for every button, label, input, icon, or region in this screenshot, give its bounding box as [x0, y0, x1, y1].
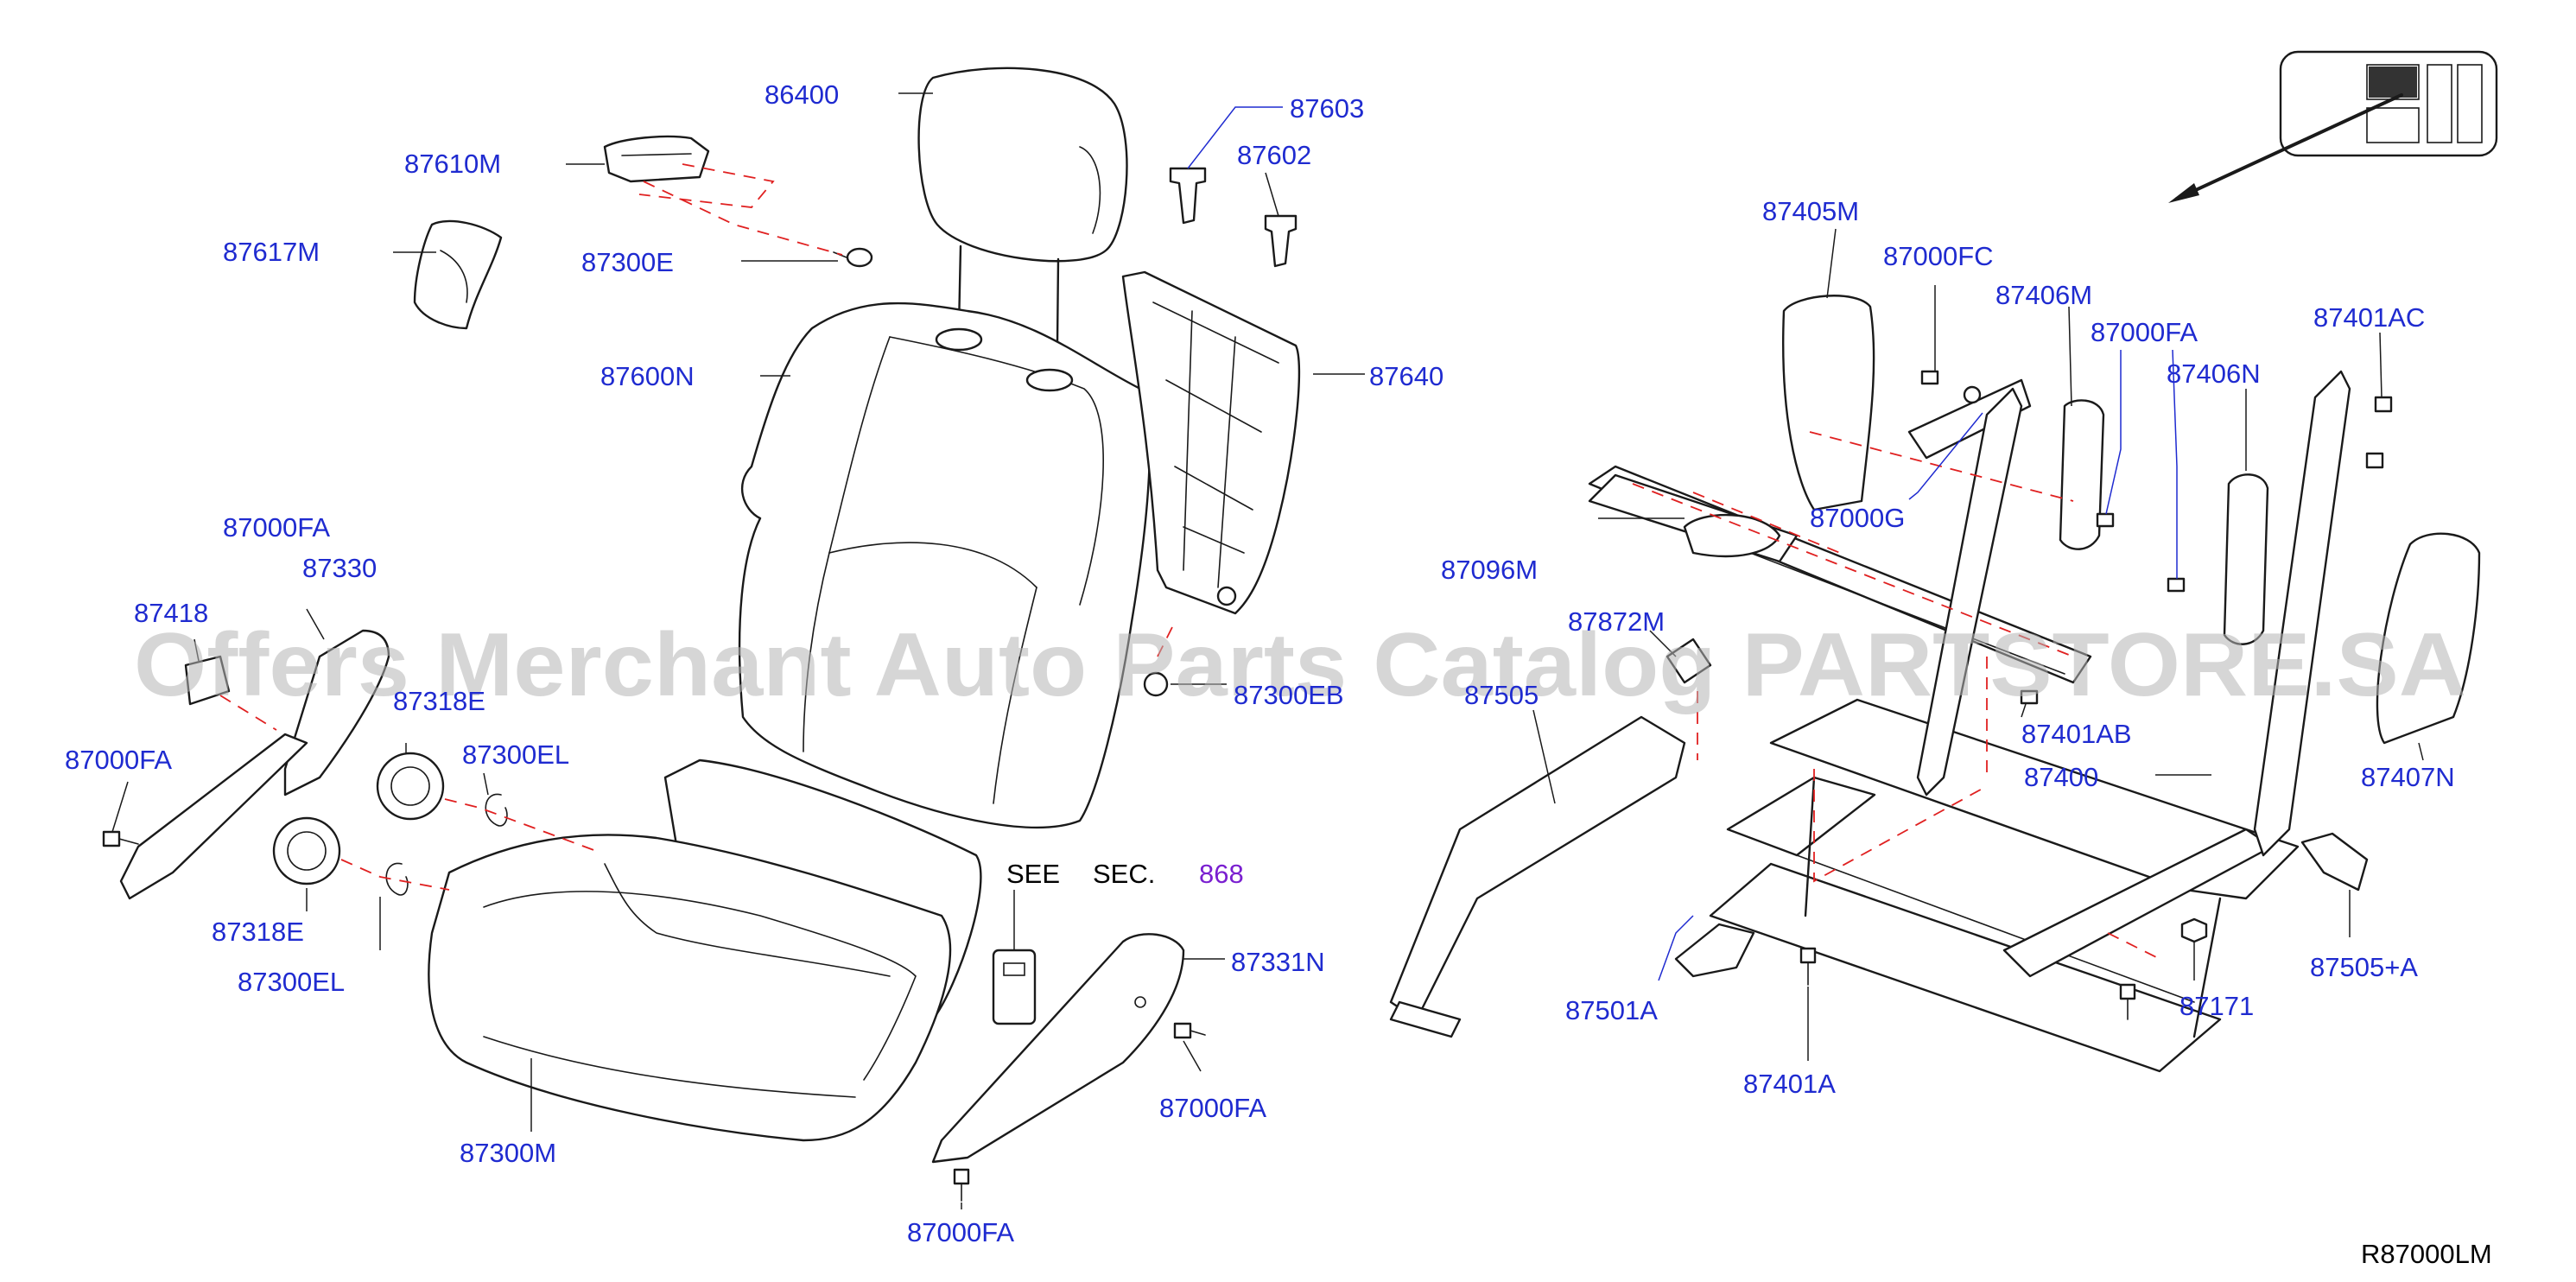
sec-868-link[interactable]: 868 — [1199, 859, 1244, 889]
bracket-87505A[interactable] — [2300, 832, 2369, 892]
label-87640[interactable]: 87640 — [1369, 361, 1443, 391]
label-87406N[interactable]: 87406N — [2167, 359, 2261, 389]
finisher-87505[interactable] — [1389, 715, 1686, 1038]
seat-back-87600N[interactable] — [738, 301, 1152, 828]
label-87501A[interactable]: 87501A — [1565, 995, 1658, 1025]
label-87331N[interactable]: 87331N — [1231, 947, 1325, 977]
watermark-text: Offers Merchant Auto Parts Catalog PARTS… — [134, 615, 2466, 715]
label-87603[interactable]: 87603 — [1290, 93, 1364, 124]
seat-frame-87400[interactable] — [1709, 698, 2300, 1073]
clip-87603[interactable] — [1169, 167, 1207, 225]
label-87300EL-lower[interactable]: 87300EL — [238, 967, 345, 997]
rail-cover-87000FA[interactable] — [119, 733, 308, 900]
label-87000G[interactable]: 87000G — [1810, 503, 1905, 533]
label-87602[interactable]: 87602 — [1237, 140, 1311, 170]
side-cover-87331N[interactable] — [931, 933, 1185, 1164]
assembly-guide-lines-right — [1632, 431, 2160, 960]
clip-87602[interactable] — [1264, 214, 1298, 268]
bolt-87401AC-lower[interactable] — [2365, 452, 2384, 469]
label-87400[interactable]: 87400 — [2024, 762, 2098, 792]
bolt-87401AC-upper[interactable] — [2374, 396, 2393, 413]
clip-87300E[interactable] — [833, 247, 873, 268]
label-87000FA-bottom[interactable]: 87000FA — [907, 1217, 1014, 1247]
label-87318E-lower[interactable]: 87318E — [212, 917, 304, 947]
label-87000FA-left[interactable]: 87000FA — [65, 745, 172, 775]
label-87318E-upper[interactable]: 87318E — [393, 686, 485, 716]
bolt-87000FA[interactable] — [102, 830, 139, 847]
label-87418[interactable]: 87418 — [134, 598, 208, 628]
bolt-87000FC[interactable] — [1920, 370, 1939, 385]
label-87617M[interactable]: 87617M — [223, 237, 320, 267]
label-87401A[interactable]: 87401A — [1743, 1069, 1836, 1099]
leader-lines — [111, 92, 2424, 1209]
label-87000FA-frame[interactable]: 87000FA — [2091, 317, 2198, 347]
side-cover-87330[interactable] — [283, 629, 390, 796]
bolt-87401A[interactable] — [1799, 947, 1817, 986]
bolt-87000FA-right[interactable] — [2096, 512, 2115, 528]
label-86400[interactable]: 86400 — [765, 79, 839, 110]
label-87171[interactable]: 87171 — [2179, 991, 2254, 1021]
see-text: SEE — [1006, 859, 1060, 889]
recliner-disc-87318E-upper[interactable] — [376, 752, 445, 821]
frame-arm-right[interactable] — [2253, 370, 2351, 857]
label-87000FC[interactable]: 87000FC — [1883, 241, 1994, 271]
cover-87405M[interactable] — [1782, 295, 1875, 511]
clip-87300EL-lower[interactable] — [385, 862, 409, 896]
bolt-87401AB[interactable] — [2020, 689, 2039, 705]
bolt-87000FA-frame[interactable] — [2167, 577, 2186, 593]
bracket-87872M[interactable] — [1666, 638, 1712, 684]
label-87300EL-upper[interactable]: 87300EL — [462, 739, 569, 770]
label-87505[interactable]: 87505 — [1464, 680, 1539, 710]
seat-belt-buckle[interactable] — [992, 949, 1037, 1025]
diagram-code: R87000LM — [2361, 1239, 2492, 1269]
label-87300EB[interactable]: 87300EB — [1234, 680, 1344, 710]
label-87300E[interactable]: 87300E — [581, 247, 674, 277]
label-87300M[interactable]: 87300M — [460, 1138, 556, 1168]
cover-87610M[interactable] — [603, 135, 710, 183]
cover-87501A[interactable] — [1674, 923, 1755, 978]
nut-87171[interactable] — [2180, 917, 2208, 943]
label-87330[interactable]: 87330 — [302, 553, 377, 583]
label-87407N[interactable]: 87407N — [2361, 762, 2455, 792]
washer-87000G[interactable] — [1963, 385, 1982, 404]
headrest-86400[interactable] — [917, 67, 1128, 346]
label-87872M[interactable]: 87872M — [1568, 606, 1665, 637]
cover-87407N[interactable] — [2376, 532, 2481, 745]
recliner-bracket-87406N[interactable] — [2223, 473, 2269, 645]
assembly-guide-lines-left — [219, 163, 1176, 891]
label-87405M[interactable]: 87405M — [1762, 196, 1859, 226]
label-87401AB[interactable]: 87401AB — [2021, 719, 2132, 749]
recliner-disc-87318E-lower[interactable] — [272, 816, 341, 885]
sec-text: SEC. — [1093, 859, 1155, 889]
label-87406M[interactable]: 87406M — [1995, 280, 2092, 310]
label-87000FA-upper-left[interactable]: 87000FA — [223, 512, 330, 543]
label-87610M[interactable]: 87610M — [404, 149, 501, 179]
trim-87617M[interactable] — [413, 219, 503, 330]
clip-87300EB[interactable] — [1143, 671, 1169, 697]
bolt-87401A-right[interactable] — [2119, 983, 2136, 1020]
bolt-87000FA-mid[interactable] — [1173, 1022, 1206, 1039]
bolt-87000FA-bottom[interactable] — [953, 1168, 970, 1202]
clip-87300EL-upper[interactable] — [485, 793, 508, 827]
recliner-bracket-87406M[interactable] — [2059, 399, 2105, 550]
label-87505A[interactable]: 87505+A — [2310, 952, 2418, 982]
lever-87418[interactable] — [184, 655, 231, 706]
back-board-87640[interactable] — [1121, 270, 1301, 615]
label-87000FA-mid[interactable]: 87000FA — [1159, 1093, 1266, 1123]
label-87401AC[interactable]: 87401AC — [2313, 302, 2425, 333]
label-87600N[interactable]: 87600N — [600, 361, 695, 391]
seat-cushion-87300M[interactable] — [428, 758, 982, 1142]
frame-arm-left[interactable] — [1916, 387, 2023, 796]
vehicle-location-icon — [2168, 50, 2498, 203]
label-87096M[interactable]: 87096M — [1441, 555, 1538, 585]
